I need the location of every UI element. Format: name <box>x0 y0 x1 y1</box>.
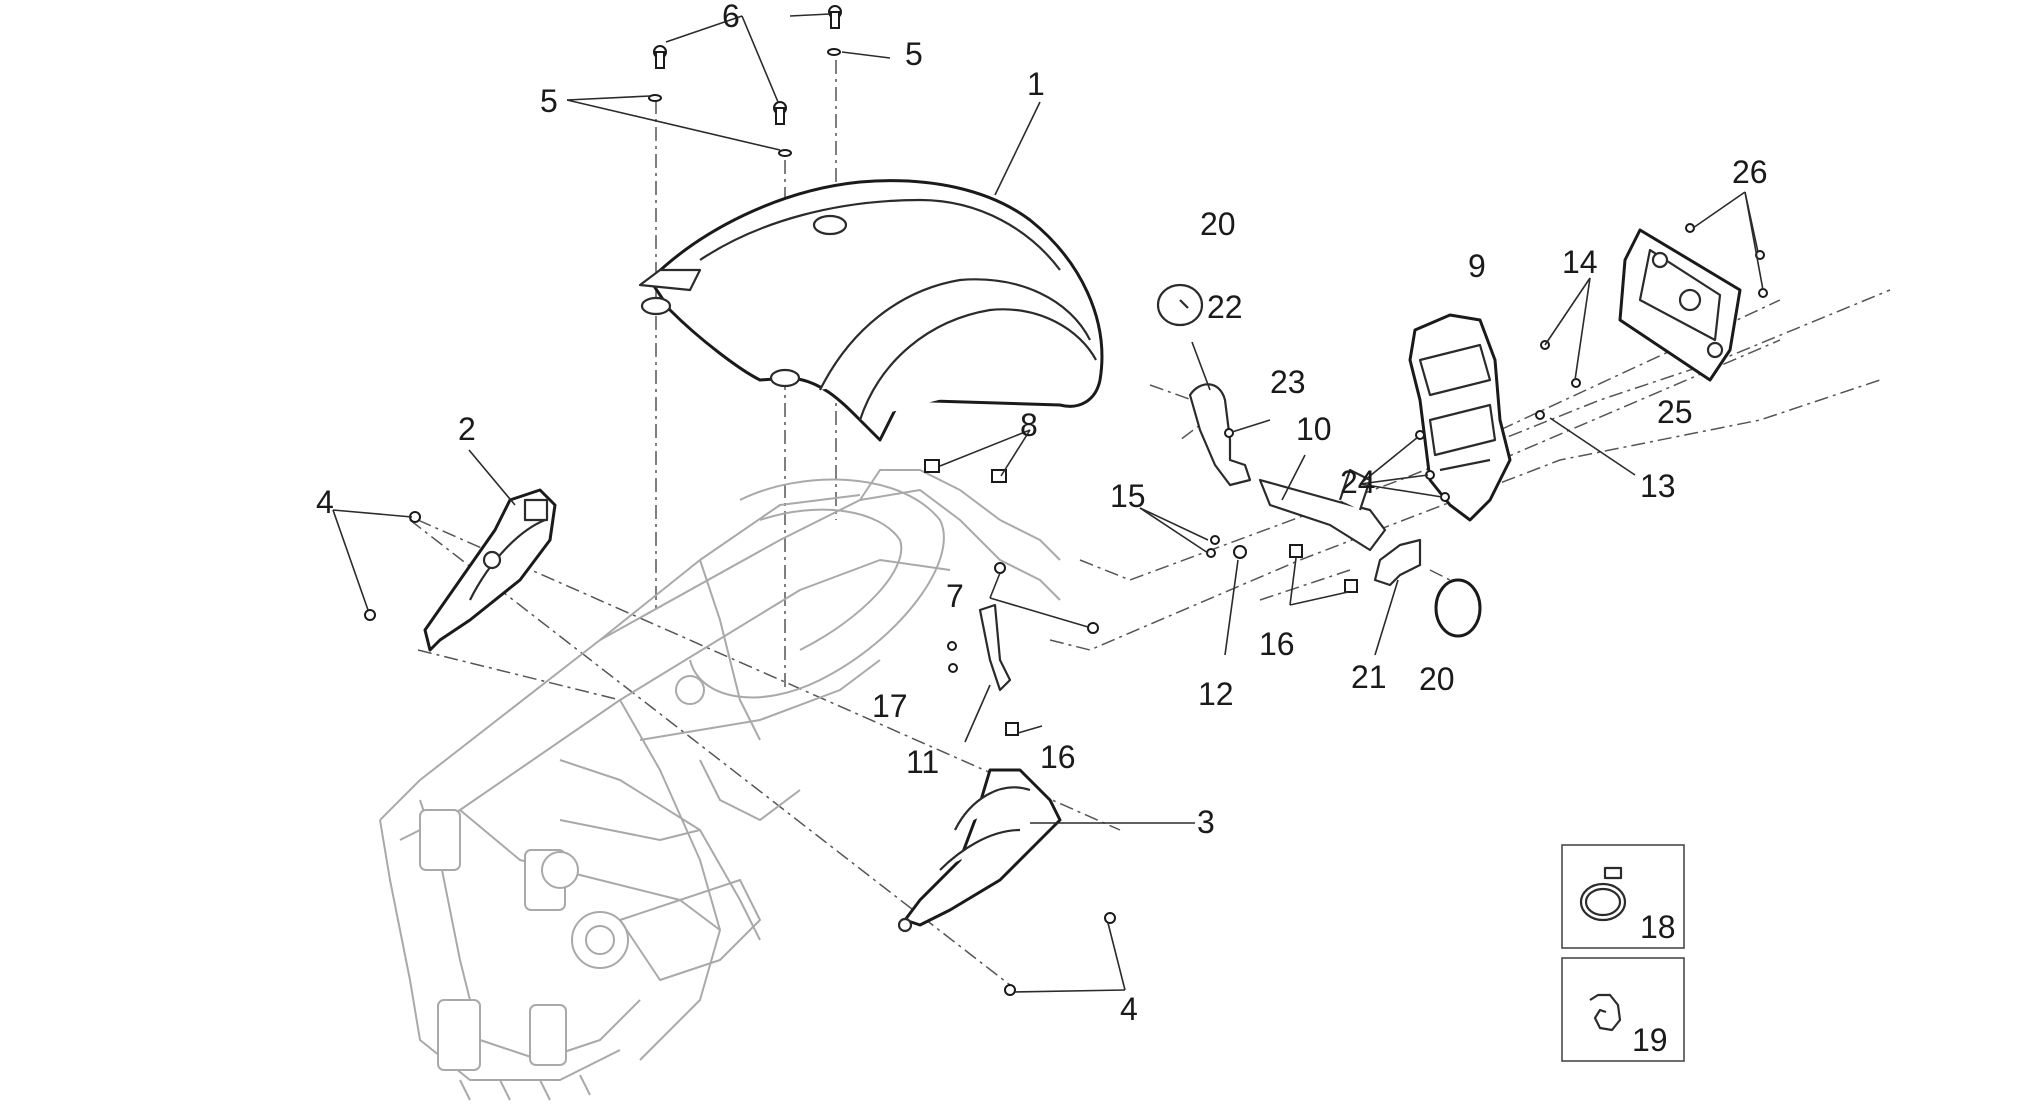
callout-10: 10 <box>1296 411 1332 447</box>
callout-25: 25 <box>1657 394 1693 430</box>
callout-9: 9 <box>1468 248 1486 284</box>
callout-26: 26 <box>1732 154 1768 190</box>
bracket-22 <box>1188 383 1252 487</box>
bracket-11 <box>978 603 1012 692</box>
callout-24: 24 <box>1340 464 1376 500</box>
bracket-10 <box>1258 468 1387 552</box>
callout-16-right: 16 <box>1259 626 1295 662</box>
callout-19: 19 <box>1632 1022 1668 1058</box>
inset-clip <box>1561 957 1685 1062</box>
inset-hose-clamp <box>1561 844 1685 949</box>
callout-4-bottom: 4 <box>1120 991 1138 1027</box>
callout-11: 11 <box>906 744 939 780</box>
rear-fender <box>638 179 1104 442</box>
callout-1: 1 <box>1027 66 1045 102</box>
callout-3: 3 <box>1197 804 1215 840</box>
callout-14: 14 <box>1562 244 1598 280</box>
callout-15: 15 <box>1110 478 1146 514</box>
callout-21: 21 <box>1351 659 1387 695</box>
callout-13: 13 <box>1640 468 1676 504</box>
callout-18: 18 <box>1640 909 1676 945</box>
callout-7: 7 <box>946 578 964 614</box>
right-side-cover <box>897 768 1062 933</box>
reflector-discs <box>1156 283 1482 638</box>
callout-5-right: 5 <box>905 36 923 72</box>
left-side-cover <box>423 488 557 652</box>
callout-20-top: 20 <box>1200 206 1236 242</box>
callout-2: 2 <box>458 411 476 447</box>
callout-12: 12 <box>1198 676 1234 712</box>
callout-4-left: 4 <box>316 484 334 520</box>
holder-21 <box>1373 538 1422 587</box>
callout-22: 22 <box>1207 289 1243 325</box>
callout-5-left: 5 <box>540 83 558 119</box>
rear-subframe <box>379 469 1061 1101</box>
callout-16-left: 16 <box>1040 739 1076 775</box>
leader-lines <box>332 13 1764 993</box>
license-bracket <box>1408 313 1512 522</box>
fasteners <box>364 5 1768 996</box>
callout-8: 8 <box>1020 407 1038 443</box>
callout-labels: 1 2 3 4 4 5 5 6 7 8 9 10 11 12 13 14 15 … <box>316 0 1768 1058</box>
callout-17: 17 <box>872 688 908 724</box>
callout-23: 23 <box>1270 364 1306 400</box>
license-plate-mount <box>1618 228 1742 382</box>
callout-20-bottom: 20 <box>1419 661 1455 697</box>
callout-6: 6 <box>722 0 740 34</box>
